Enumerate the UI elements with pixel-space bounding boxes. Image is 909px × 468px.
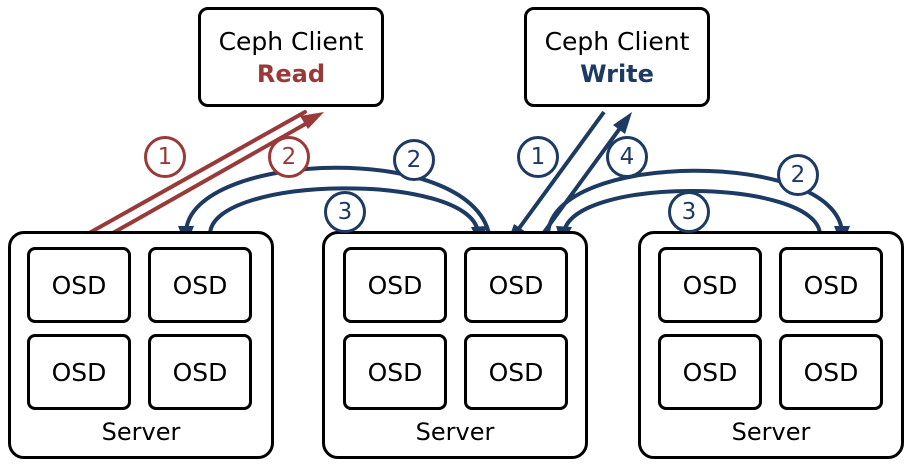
write-arrow-ack-head bbox=[613, 112, 632, 134]
osd-primary: OSD bbox=[464, 247, 568, 323]
client-mode-read: Read bbox=[256, 60, 326, 88]
osd: OSD bbox=[148, 247, 252, 323]
client-title: Ceph Client bbox=[544, 27, 690, 56]
write-arrow-request bbox=[510, 110, 606, 240]
osd: OSD bbox=[464, 334, 568, 410]
server-label: Server bbox=[415, 418, 495, 446]
server-3: OSD OSD OSD OSD Server bbox=[638, 231, 904, 459]
osd: OSD bbox=[27, 247, 131, 323]
osd: OSD bbox=[658, 247, 762, 323]
server-2: OSD OSD OSD OSD Server bbox=[322, 231, 588, 459]
step-badge-replicate-left-2: 2 bbox=[393, 139, 435, 181]
client-title: Ceph Client bbox=[218, 27, 364, 56]
read-arrow-response-head bbox=[300, 112, 324, 129]
osd: OSD bbox=[658, 334, 762, 410]
step-badge-replicate-right-3: 3 bbox=[668, 191, 710, 233]
step-badge-write-1: 1 bbox=[517, 136, 559, 178]
osd: OSD bbox=[27, 334, 131, 410]
server-label: Server bbox=[101, 418, 181, 446]
osd: OSD bbox=[779, 334, 883, 410]
step-badge-read-1: 1 bbox=[144, 136, 186, 178]
client-mode-write: Write bbox=[580, 60, 654, 88]
step-badge-replicate-left-3: 3 bbox=[324, 191, 366, 233]
replicate-left-inner bbox=[208, 186, 480, 235]
write-arrows bbox=[178, 110, 850, 248]
ceph-client-read: Ceph Client Read bbox=[198, 7, 384, 107]
osd: OSD bbox=[343, 334, 447, 410]
step-badge-replicate-right-2: 2 bbox=[777, 154, 819, 196]
step-badge-read-2: 2 bbox=[268, 136, 310, 178]
osd: OSD bbox=[148, 334, 252, 410]
osd: OSD bbox=[343, 247, 447, 323]
replicate-left-outer bbox=[184, 165, 492, 241]
read-arrow-request bbox=[64, 110, 307, 248]
server-label: Server bbox=[731, 418, 811, 446]
osd: OSD bbox=[779, 247, 883, 323]
ceph-client-write: Ceph Client Write bbox=[524, 7, 710, 107]
server-1: OSD OSD OSD OSD Server bbox=[8, 231, 274, 459]
replicate-right-outer bbox=[546, 168, 844, 235]
step-badge-write-4: 4 bbox=[606, 136, 648, 178]
